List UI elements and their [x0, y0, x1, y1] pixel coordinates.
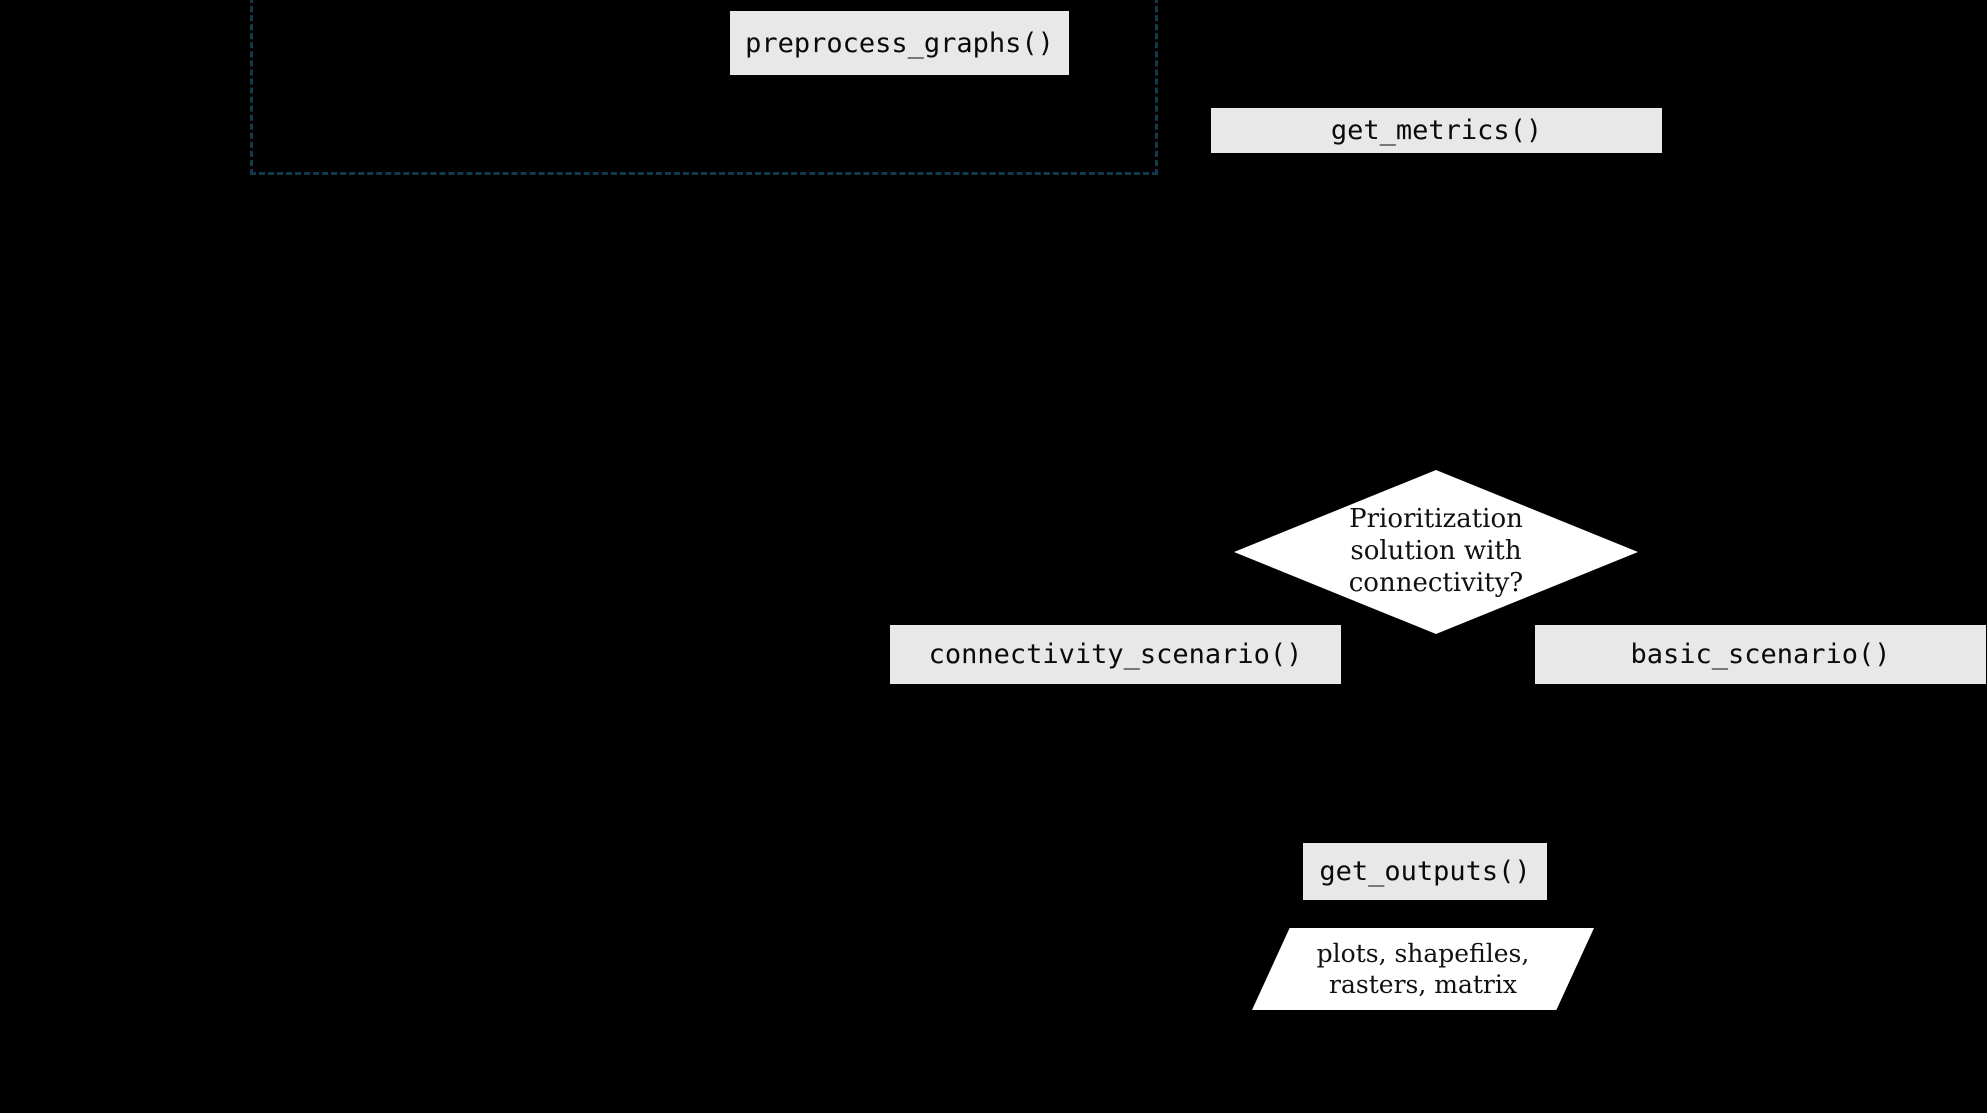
node-basic-scenario-label: basic_scenario() — [1630, 639, 1891, 670]
node-preprocess-graphs-label: preprocess_graphs() — [745, 27, 1054, 59]
node-get-outputs-label: get_outputs() — [1319, 856, 1531, 887]
preprocess-group-frame — [250, 0, 1158, 175]
node-preprocess-graphs[interactable]: preprocess_graphs() — [730, 11, 1069, 75]
node-get-metrics[interactable]: get_metrics() — [1211, 108, 1662, 153]
node-connectivity-scenario[interactable]: connectivity_scenario() — [890, 625, 1341, 684]
node-outputs-data[interactable]: plots, shapefiles, rasters, matrix — [1252, 928, 1594, 1010]
node-get-outputs[interactable]: get_outputs() — [1303, 843, 1547, 900]
node-get-metrics-label: get_metrics() — [1330, 115, 1543, 146]
node-basic-scenario[interactable]: basic_scenario() — [1535, 625, 1986, 684]
parallelogram-shape — [1252, 928, 1594, 1010]
node-decision-prioritization[interactable]: Prioritization solution with connectivit… — [1234, 470, 1638, 634]
diamond-shape — [1234, 470, 1638, 634]
node-connectivity-scenario-label: connectivity_scenario() — [928, 639, 1303, 670]
